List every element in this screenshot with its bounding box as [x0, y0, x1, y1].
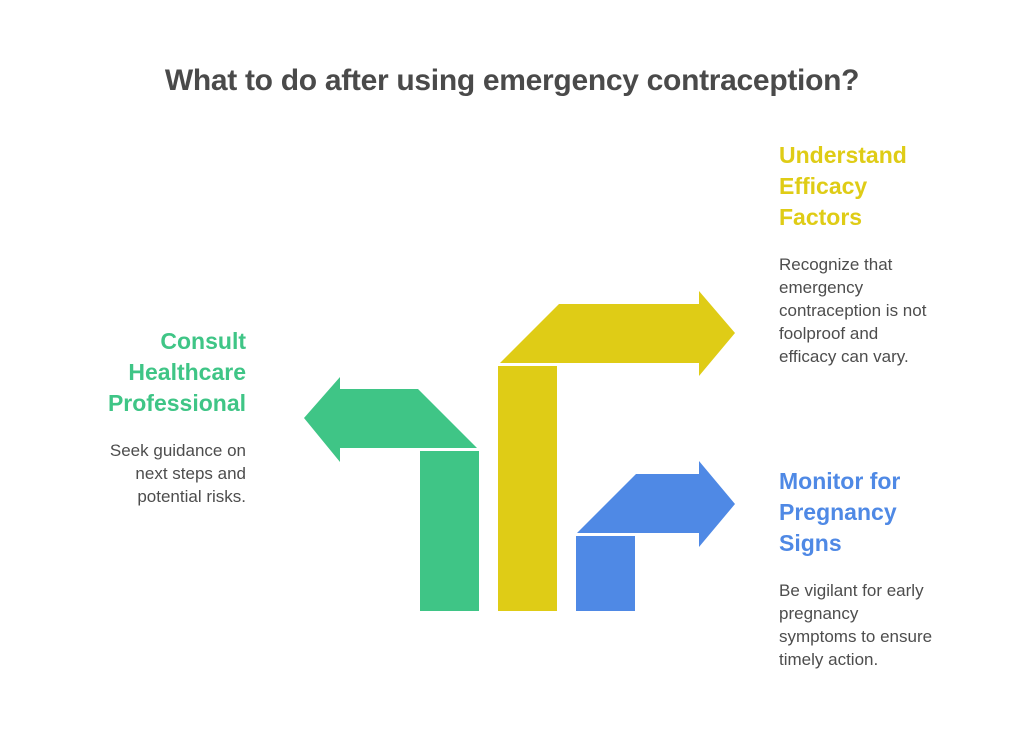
- efficacy-arrow-head: [500, 291, 735, 376]
- step-consult: Consult Healthcare Professional Seek gui…: [56, 326, 246, 508]
- step-monitor: Monitor for Pregnancy Signs Be vigilant …: [779, 466, 969, 671]
- heading-line: Consult: [160, 328, 246, 354]
- consult-arrow-head: [304, 377, 477, 462]
- heading-line: Signs: [779, 530, 842, 556]
- desc-line: timely action.: [779, 650, 879, 669]
- consult-arrow-stem: [420, 451, 479, 611]
- desc-line: efficacy can vary.: [779, 347, 909, 366]
- desc-line: emergency: [779, 278, 864, 297]
- step-heading: Understand Efficacy Factors: [779, 140, 969, 233]
- desc-line: pregnancy: [779, 604, 859, 623]
- consult-arrow: [304, 377, 479, 611]
- heading-line: Understand: [779, 142, 907, 168]
- desc-line: next steps and: [135, 464, 246, 483]
- heading-line: Monitor for: [779, 468, 901, 494]
- monitor-arrow-head: [577, 461, 735, 547]
- step-description: Be vigilant for early pregnancy symptoms…: [779, 579, 969, 671]
- desc-line: foolproof and: [779, 324, 879, 343]
- heading-line: Professional: [107, 390, 246, 416]
- monitor-arrow-stem: [576, 536, 635, 611]
- desc-line: potential risks.: [137, 487, 246, 506]
- step-description: Recognize that emergency contraception i…: [779, 253, 969, 368]
- heading-line: Pregnancy: [779, 499, 897, 525]
- desc-line: contraception is not: [779, 301, 927, 320]
- heading-line: Efficacy: [779, 173, 868, 199]
- step-heading: Consult Healthcare Professional: [56, 326, 246, 419]
- step-efficacy: Understand Efficacy Factors Recognize th…: [779, 140, 969, 368]
- heading-line: Factors: [779, 204, 863, 230]
- step-heading: Monitor for Pregnancy Signs: [779, 466, 969, 559]
- heading-line: Healthcare: [128, 359, 246, 385]
- monitor-arrow: [576, 461, 735, 611]
- efficacy-arrow: [498, 291, 735, 611]
- efficacy-arrow-stem: [498, 366, 557, 611]
- page-title: What to do after using emergency contrac…: [164, 64, 860, 97]
- desc-line: Recognize that: [779, 255, 893, 274]
- desc-line: Be vigilant for early: [779, 581, 924, 600]
- desc-line: symptoms to ensure: [779, 627, 933, 646]
- step-description: Seek guidance on next steps and potentia…: [56, 439, 246, 508]
- desc-line: Seek guidance on: [109, 441, 246, 460]
